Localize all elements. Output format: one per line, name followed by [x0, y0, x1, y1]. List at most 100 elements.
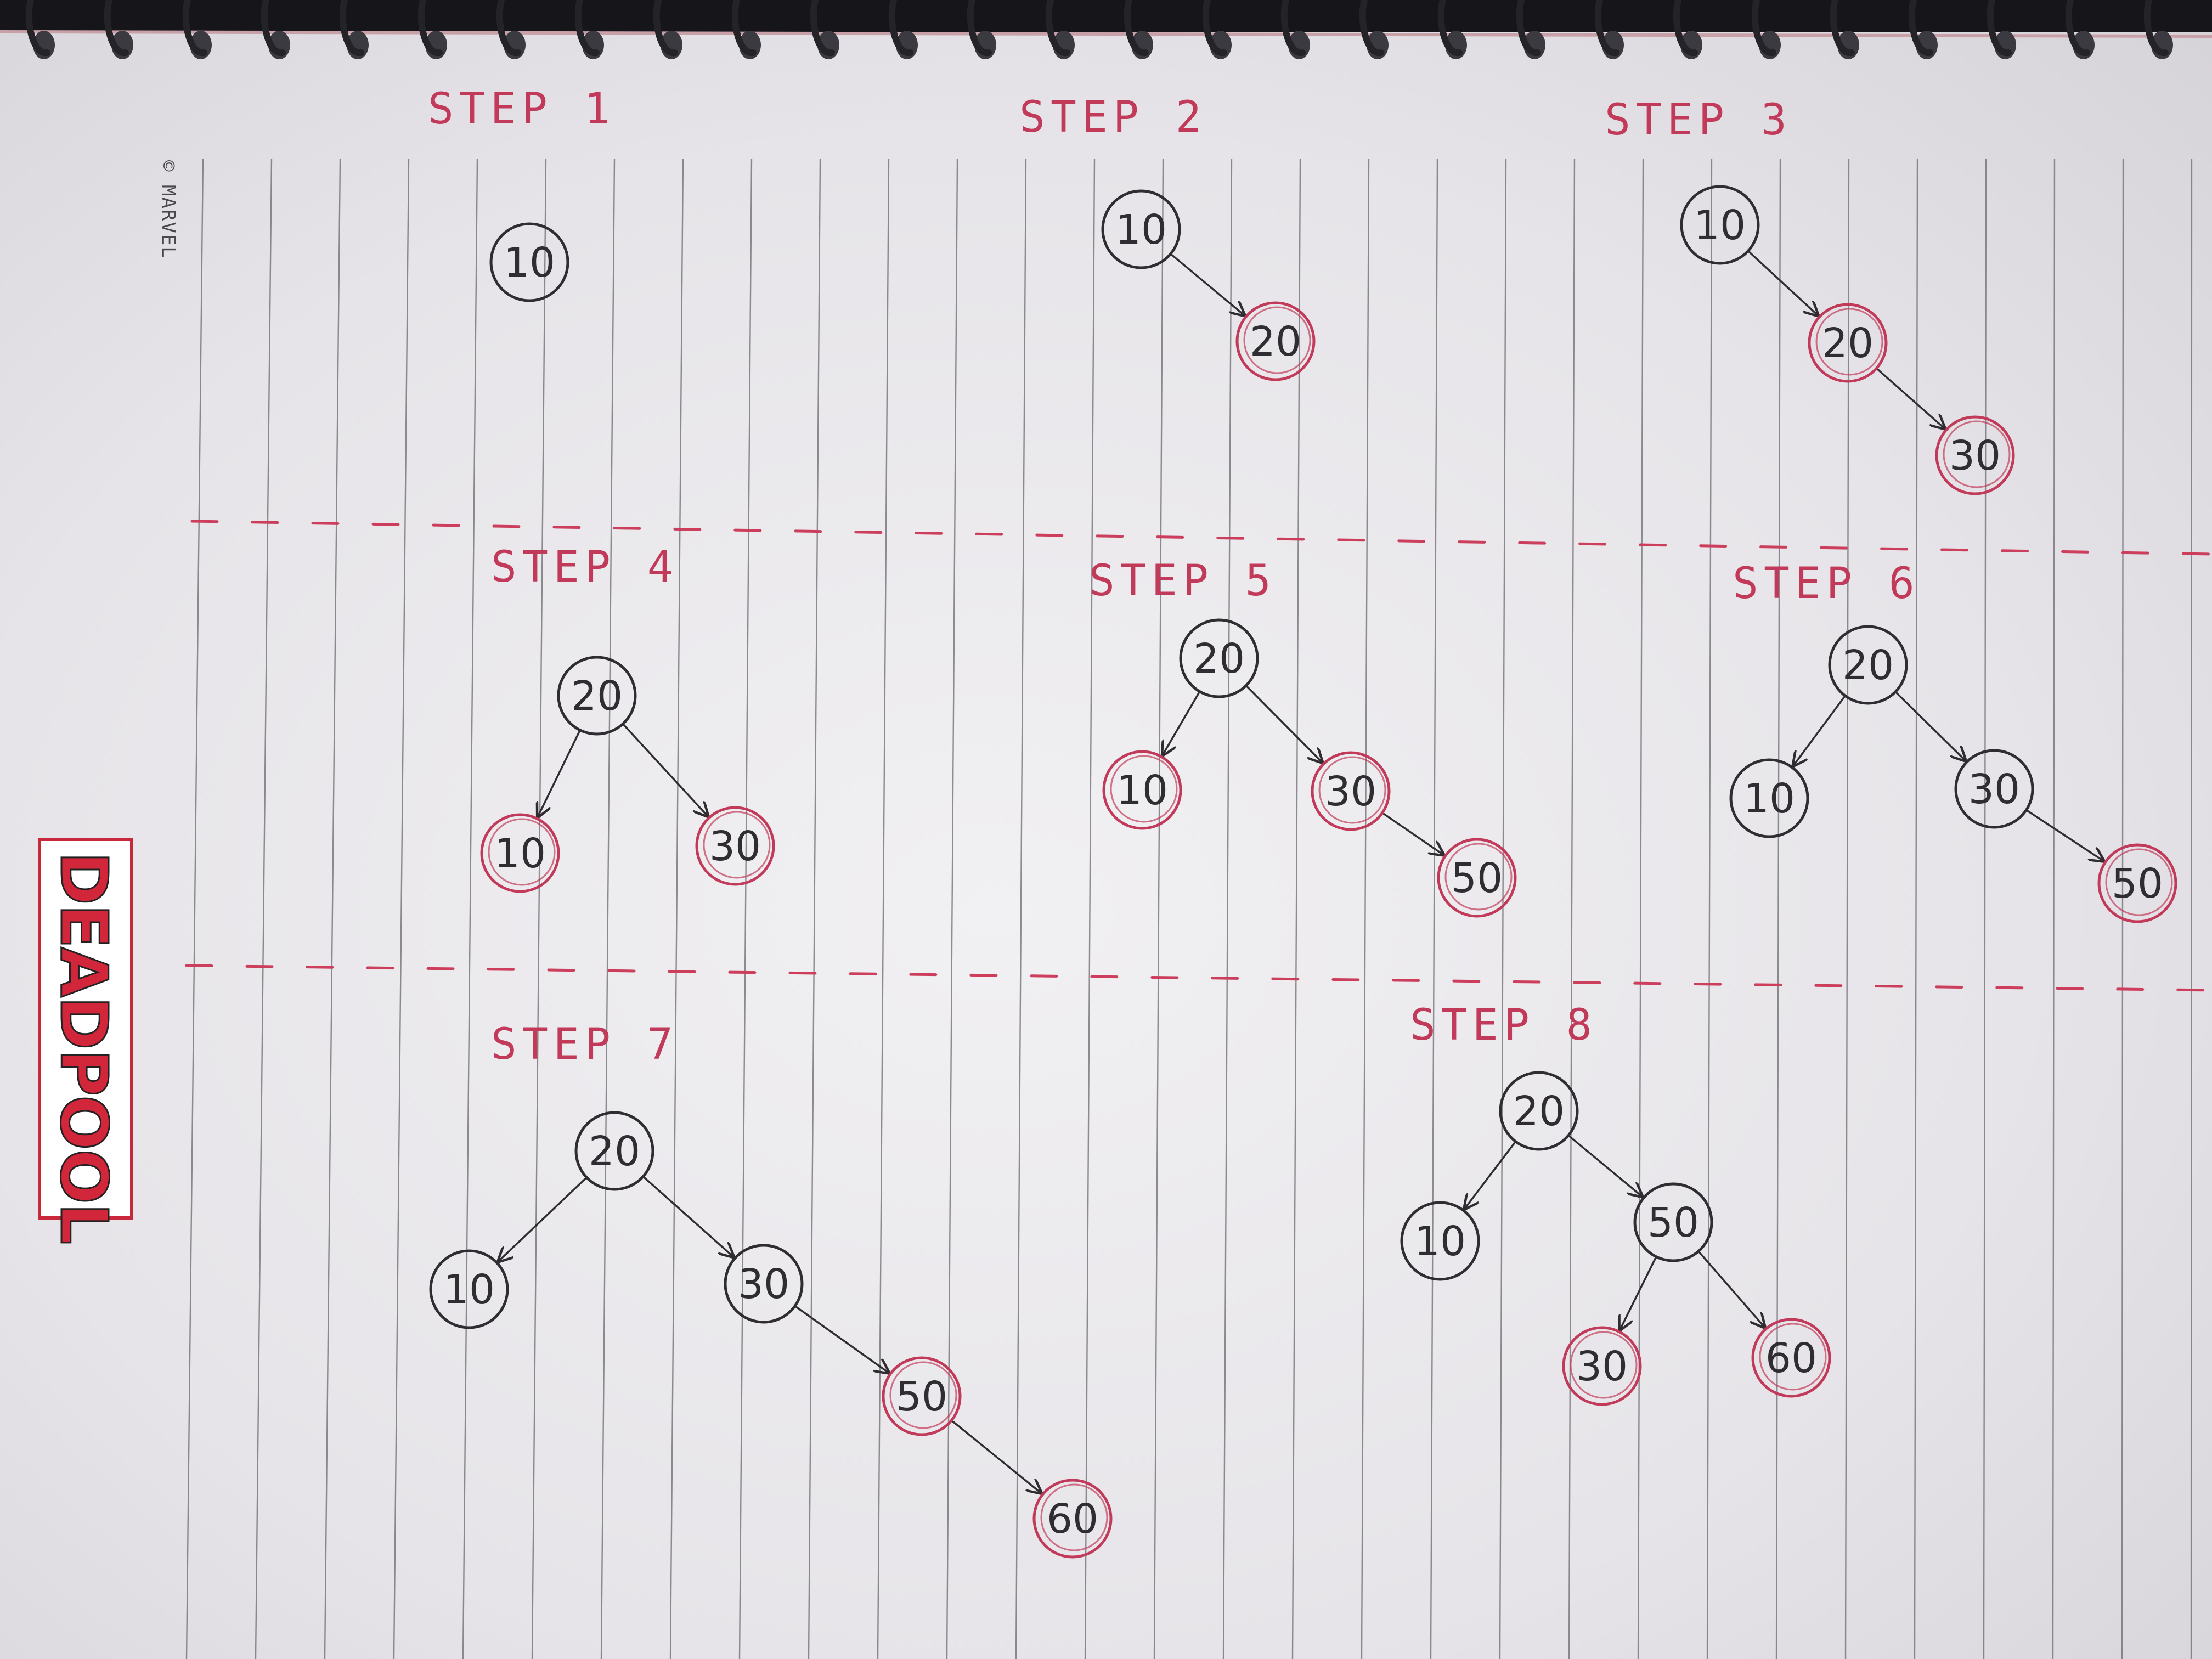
ruled-line: [1291, 159, 1301, 1659]
tree-node-black: 20: [574, 1111, 654, 1191]
node-circle: [1751, 1318, 1831, 1398]
node-circle: [1729, 758, 1809, 838]
spiral-coil: [25, 0, 50, 57]
tree-edge-arrow: [642, 1175, 733, 1257]
node-circle-inner: [703, 811, 771, 879]
spiral-coil: [888, 0, 913, 57]
node-value: 50: [2112, 860, 2163, 907]
ruled-line: [1430, 159, 1438, 1659]
spiral-binding: [0, 0, 2212, 59]
node-value: 10: [443, 1266, 495, 1313]
node-value: 30: [1576, 1343, 1628, 1390]
spiral-coil: [1437, 0, 1463, 57]
spiral-coil: [2065, 0, 2090, 57]
node-circle-inner: [1243, 306, 1311, 374]
step-8-tree: STEP 8 20 10 50 30 60: [1400, 1001, 1831, 1406]
node-circle: [1499, 1071, 1579, 1151]
node-circle-inner: [1318, 756, 1386, 824]
node-circle: [1954, 749, 2034, 829]
tree-node-red: 30: [1935, 415, 2015, 495]
node-value: 60: [1765, 1335, 1817, 1382]
node-value: 10: [1414, 1218, 1466, 1265]
tree-node-red: 10: [480, 813, 560, 893]
step-label: STEP 5: [1089, 556, 1277, 606]
node-circle: [429, 1249, 509, 1329]
deadpool-logo: DEADPOOL: [38, 838, 133, 1244]
spiral-coil: [417, 0, 443, 57]
node-circle: [1102, 750, 1182, 830]
node-circle-inner: [488, 818, 556, 886]
node-value: 10: [1115, 206, 1167, 253]
tree-node-black: 10: [1680, 185, 1760, 265]
node-value: 10: [494, 830, 546, 877]
step-label: STEP 2: [1019, 93, 1207, 142]
spiral-coil: [1908, 0, 1933, 57]
copyright-text: © MARVEL: [157, 160, 179, 259]
node-circle-inner: [1759, 1323, 1827, 1391]
ruled-line: [2190, 159, 2193, 1659]
ruled-line: [1222, 159, 1233, 1659]
spiral-coil: [104, 0, 129, 57]
tree-node-red: 20: [1235, 301, 1316, 381]
ruled-line: [877, 159, 890, 1659]
step-label: STEP 8: [1410, 1001, 1598, 1050]
ruled-line: [1153, 159, 1164, 1659]
node-circle: [1101, 189, 1181, 269]
node-circle-inner: [1444, 843, 1513, 911]
node-circle: [574, 1111, 654, 1191]
node-circle: [1808, 303, 1888, 383]
node-circle: [1437, 838, 1517, 918]
step-1-tree: STEP 110: [428, 84, 616, 302]
tree-node-black: 30: [724, 1244, 804, 1324]
ruled-line: [600, 159, 616, 1659]
node-value: 10: [1116, 767, 1168, 814]
node-circle-inner: [889, 1361, 957, 1429]
node-circle: [489, 222, 569, 302]
ruled-line: [1361, 159, 1370, 1659]
tree-edge-arrow: [794, 1305, 889, 1373]
spiral-coil: [1280, 0, 1306, 57]
tree-node-black: 50: [1633, 1182, 1713, 1262]
spiral-coil: [261, 0, 286, 57]
tree-edge-arrow: [1793, 695, 1847, 765]
node-value: 20: [1513, 1088, 1565, 1135]
tree-edge-arrow: [1747, 250, 1818, 315]
spiral-coil: [2143, 0, 2169, 57]
node-circle: [1311, 751, 1391, 831]
node-circle: [480, 813, 560, 893]
spiral-coil: [1751, 0, 1776, 57]
node-circle: [1400, 1201, 1480, 1281]
step-label: STEP 4: [491, 543, 679, 592]
page-edge: [0, 30, 2212, 38]
deadpool-logo-text: DEADPOOL: [46, 851, 122, 1243]
tree-edge-arrow: [622, 723, 708, 816]
tree-node-red: 60: [1751, 1318, 1831, 1398]
tree-edge-arrow: [499, 1176, 588, 1261]
step-label: STEP 1: [428, 84, 616, 134]
dashed-divider: [185, 964, 2212, 992]
ruled-line: [1706, 159, 1713, 1659]
tree-node-red: 50: [2097, 843, 2177, 923]
ruled-lines: [185, 159, 2193, 1659]
ruled-line: [2121, 159, 2124, 1659]
node-value: 20: [1842, 642, 1894, 689]
node-circle: [1828, 625, 1908, 705]
tree-edge-arrow: [1697, 1250, 1764, 1327]
node-value: 30: [1325, 768, 1376, 815]
tree-node-black: 30: [1954, 749, 2034, 829]
spiral-coil: [1594, 0, 1620, 57]
node-value: 50: [1451, 855, 1503, 902]
tree-node-red: 30: [1311, 751, 1391, 831]
node-value: 10: [1743, 775, 1795, 822]
node-circle: [557, 656, 637, 736]
node-value: 50: [1647, 1199, 1699, 1246]
spiral-coil: [1045, 0, 1070, 57]
spiral-coil: [1202, 0, 1227, 57]
tree-node-black: 10: [429, 1249, 509, 1329]
ruled-line: [1983, 159, 1987, 1659]
node-value: 30: [709, 823, 761, 870]
